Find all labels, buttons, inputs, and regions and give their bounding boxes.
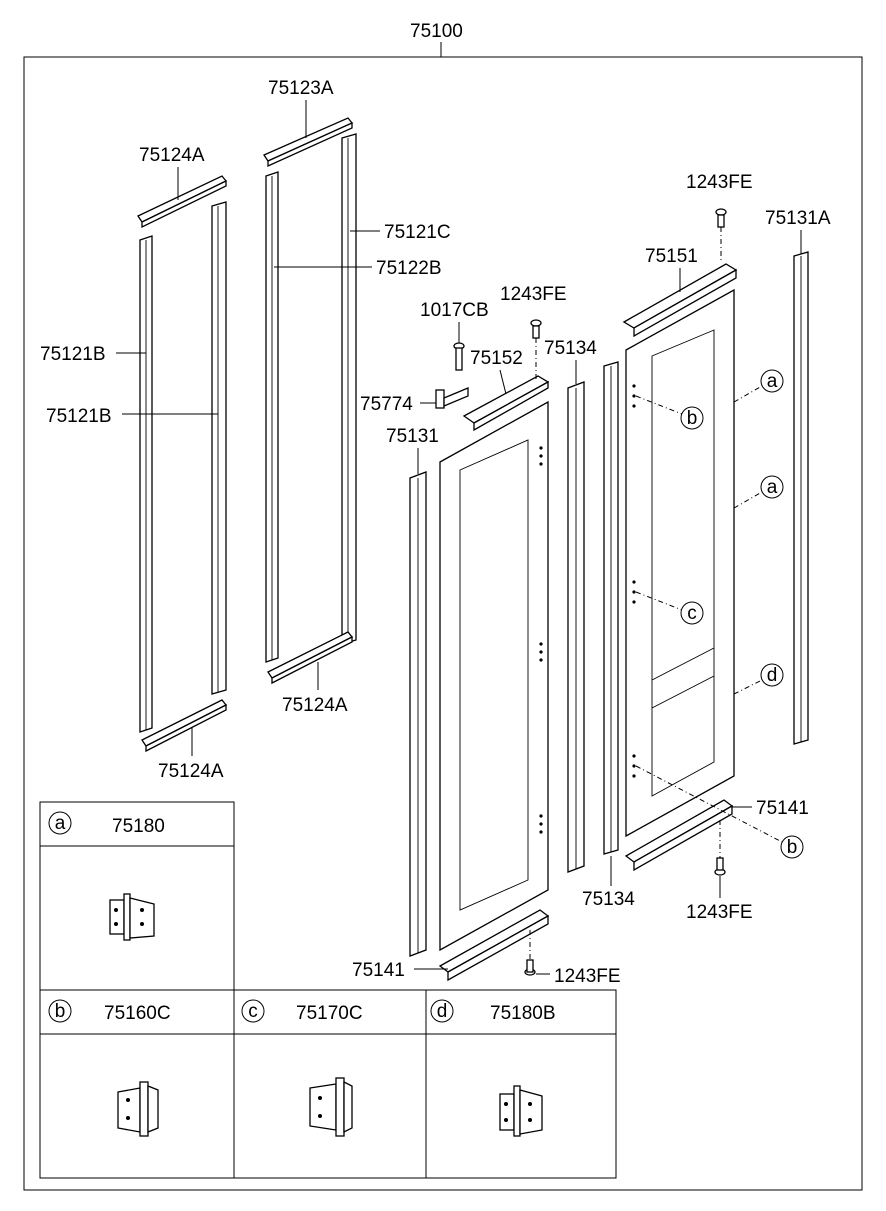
legend-box-c: c 75170C	[233, 989, 427, 1179]
marker-a-2: a	[733, 475, 784, 509]
screw-1243FE-right	[714, 857, 726, 876]
callout-1243FE-mid: 1243FE	[500, 284, 567, 305]
legend-letter-d: d	[437, 1001, 448, 1022]
svg-text:b: b	[687, 408, 698, 429]
marker-a-1: a	[733, 369, 784, 403]
callout-75124A-mid: 75124A	[282, 695, 348, 716]
svg-text:a: a	[767, 477, 778, 498]
strip-75131A	[793, 251, 809, 745]
bracket-75151	[622, 263, 738, 338]
legend-part-d: 75180B	[490, 1003, 556, 1024]
upright-75122B	[265, 171, 279, 663]
hinge-icon	[309, 1077, 353, 1137]
legend-box-b: b 75160C	[39, 989, 235, 1179]
legend-box-a: a 75180	[39, 801, 235, 991]
rail-75141-left	[438, 909, 550, 982]
rail-75123A	[263, 117, 354, 168]
marker-b-1: b	[635, 395, 704, 430]
callout-1017CB: 1017CB	[420, 300, 489, 321]
callout-75134-bot: 75134	[582, 889, 635, 910]
callout-75122B: 75122B	[376, 258, 442, 279]
rail-75124A-top	[137, 175, 228, 229]
svg-text:a: a	[767, 371, 778, 392]
callout-75121B-b: 75121B	[46, 406, 112, 427]
legend-letter-a: a	[55, 813, 66, 834]
marker-b-2: b	[635, 765, 804, 859]
screw-1017CB	[453, 342, 465, 371]
legend-letter-b: b	[55, 1001, 66, 1022]
rail-75124A-bottom	[141, 699, 228, 753]
callout-75141-left: 75141	[352, 960, 405, 981]
hinge-icon	[109, 893, 155, 941]
upright-75121B-right	[211, 201, 227, 695]
callout-75124A-bot: 75124A	[158, 761, 224, 782]
callout-75141-right: 75141	[756, 798, 809, 819]
callout-75123A: 75123A	[268, 78, 334, 99]
callout-75131A: 75131A	[765, 208, 831, 229]
callout-75121C: 75121C	[384, 222, 451, 243]
screw-1243FE-mid	[530, 319, 542, 339]
legend-letter-c: c	[248, 1001, 258, 1022]
pin-75774	[435, 387, 469, 409]
diagram-border	[23, 56, 863, 1191]
callout-1243FE-bot: 1243FE	[554, 966, 621, 987]
hinge-icon	[499, 1085, 543, 1137]
door-panel-left	[439, 400, 549, 952]
screw-1243FE-bot	[524, 959, 536, 976]
svg-text:b: b	[787, 837, 798, 858]
marker-c-1: c	[635, 591, 704, 625]
callout-75151: 75151	[645, 246, 698, 267]
svg-text:c: c	[687, 603, 697, 624]
hinge-icon	[117, 1081, 159, 1137]
door-panel-right	[625, 288, 735, 838]
legend-part-b: 75160C	[104, 1003, 171, 1024]
strip-75134-right	[603, 361, 619, 855]
rail-75124A-mid	[267, 631, 354, 685]
callout-1243FE-right: 1243FE	[686, 902, 753, 923]
callout-1243FE-top: 1243FE	[686, 172, 753, 193]
callout-75131: 75131	[386, 426, 439, 447]
legend-part-a: 75180	[112, 816, 165, 837]
svg-text:d: d	[767, 665, 778, 686]
callout-75774: 75774	[360, 394, 413, 415]
callout-75152: 75152	[470, 348, 523, 369]
strip-75131	[409, 471, 427, 957]
legend-part-c: 75170C	[296, 1003, 363, 1024]
upright-75121B-left	[139, 235, 153, 733]
callout-75124A-top: 75124A	[139, 145, 205, 166]
legend-box-d: d 75180B	[425, 989, 617, 1179]
upright-75121C	[341, 133, 357, 645]
assembly-number: 75100	[410, 21, 463, 42]
bracket-75152	[462, 375, 550, 432]
strip-75134-left	[567, 381, 585, 873]
callout-75134-top: 75134	[544, 338, 597, 359]
rail-75141-right	[624, 799, 734, 872]
screw-1243FE-top	[715, 208, 727, 228]
callout-75121B-a: 75121B	[40, 344, 106, 365]
marker-d-1: d	[733, 663, 784, 695]
